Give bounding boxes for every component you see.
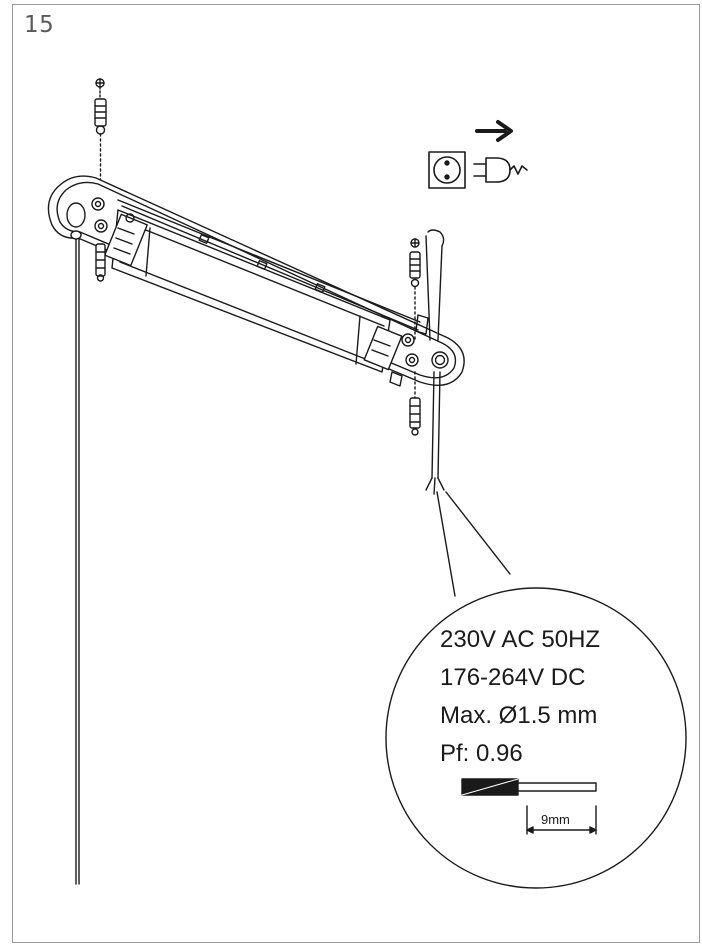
wall-anchor-icon [94, 98, 107, 189]
spec-voltage-ac: 230V AC 50HZ [440, 626, 601, 653]
suspension-rod [75, 234, 80, 885]
screw-icon [95, 78, 105, 99]
strip-length-label: 9mm [541, 812, 570, 827]
step-number: 15 [24, 12, 55, 38]
luminaire-housing [47, 175, 465, 387]
page-frame [12, 4, 700, 943]
power-plug-icon [473, 157, 528, 183]
wall-socket-icon [428, 151, 466, 189]
screw-icon [409, 371, 421, 436]
wall-anchor-icon [409, 238, 421, 341]
spec-power-factor: Pf: 0.96 [440, 740, 523, 767]
stripped-wire-icon [461, 778, 597, 835]
spec-wire-diameter: Max. Ø1.5 mm [440, 702, 598, 729]
callout-leader [436, 491, 511, 597]
callout-circle [385, 587, 687, 889]
power-cable [425, 229, 445, 495]
arrow-right-icon [475, 120, 513, 142]
spec-voltage-dc: 176-264V DC [440, 664, 586, 691]
screw-icon [95, 243, 106, 282]
